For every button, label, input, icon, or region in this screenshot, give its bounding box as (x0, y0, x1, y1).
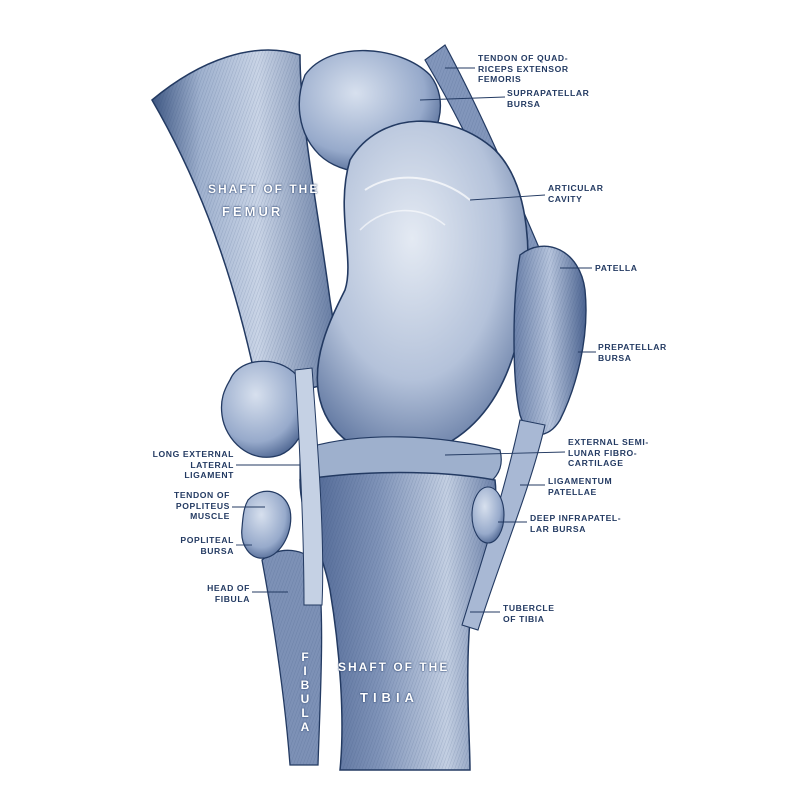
articular-cavity (316, 120, 529, 458)
label-ligamentum-patellae: LIGAMENTUM PATELLAE (548, 476, 613, 497)
label-suprapatellar-bursa: SUPRAPATELLAR BURSA (507, 88, 590, 109)
label-prepatellar-bursa: PREPATELLAR BURSA (598, 342, 667, 363)
popliteal-bursa (241, 490, 292, 559)
label-tendon-of-popliteus-muscle: TENDON OF POPLITEUS MUSCLE (173, 490, 230, 521)
label-external-semilunar-fibrocartilage: EXTERNAL SEMI- LUNAR FIBRO- CARTILAGE (568, 437, 649, 468)
label-quadriceps-tendon: TENDON OF QUAD- RICEPS EXTENSOR FEMORIS (478, 53, 569, 84)
tibia-label-line2: TIBIA (360, 690, 419, 705)
label-articular-cavity: ARTICULAR CAVITY (548, 183, 604, 204)
label-long-external-lateral-ligament: LONG EXTERNAL LATERAL LIGAMENT (152, 449, 234, 480)
femur-label-line1: SHAFT OF THE (208, 182, 320, 196)
label-patella: PATELLA (595, 263, 638, 273)
label-head-of-fibula: HEAD OF FIBULA (207, 583, 250, 604)
tibia-label-line1: SHAFT OF THE (338, 660, 450, 674)
label-deep-infrapatellar-bursa: DEEP INFRAPATEL- LAR BURSA (530, 513, 622, 534)
label-popliteal-bursa: POPLITEAL BURSA (180, 535, 234, 556)
label-tubercle-of-tibia: TUBERCLE OF TIBIA (503, 603, 555, 624)
leader-lines (232, 67, 596, 613)
lateral-ligament (294, 367, 324, 606)
lateral-condyle (220, 360, 308, 458)
fibula-label: FIBULA (298, 650, 312, 734)
femur-label-line2: FEMUR (222, 204, 284, 219)
deep-infrapatellar-bursa (471, 486, 505, 544)
